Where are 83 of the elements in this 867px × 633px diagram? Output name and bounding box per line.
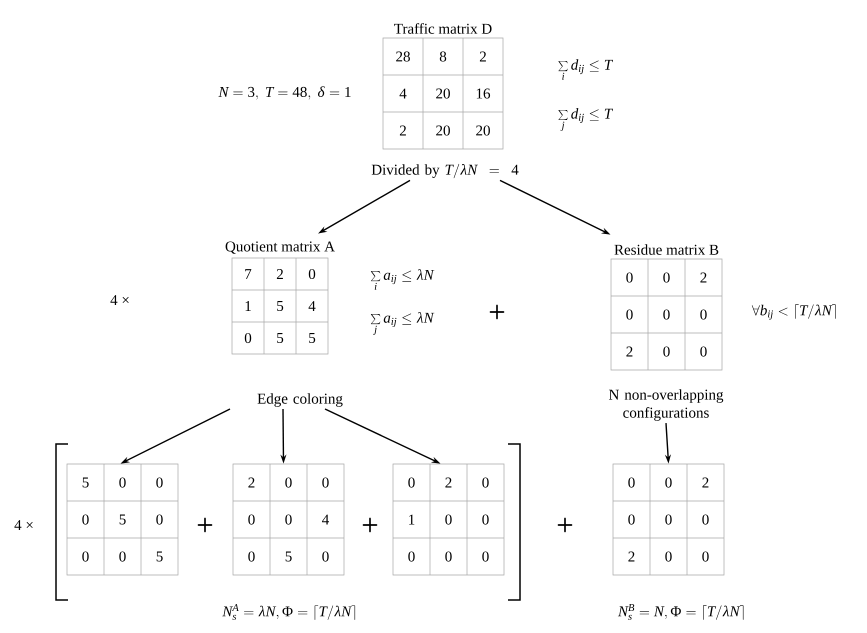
matrix-cell: 0	[482, 514, 489, 525]
matrix-cell: 2	[276, 269, 283, 279]
matrix-cell: 0	[665, 477, 672, 488]
matrix-cell: 1	[246, 301, 251, 311]
plus-sign: +	[362, 518, 378, 532]
matrix-cell: 5	[309, 333, 316, 343]
matrix-cell: 5	[277, 333, 284, 343]
matrix-cell: 5	[277, 301, 284, 311]
matrix-cell: 20	[476, 125, 490, 136]
matrix-cell: 0	[663, 272, 670, 283]
matrix-cell: 0	[628, 477, 635, 488]
matrix-cell: 0	[244, 332, 252, 344]
matrix-cell: 0	[285, 477, 292, 488]
matrix-cell: 0	[663, 346, 670, 357]
matrix-cell: 0	[248, 514, 255, 525]
multiplier: 4 ×	[110, 295, 129, 305]
matrix-cell: 4	[308, 301, 316, 311]
matrix-cell: 0	[626, 272, 633, 283]
matrix-cell: 2	[248, 478, 254, 488]
matrix-cell: 0	[322, 477, 329, 488]
matrix-cell: 0	[702, 514, 709, 525]
formula: $\sum\limits_{j} d_{ij} \le T$	[558, 108, 614, 131]
matrix-cell: 0	[82, 514, 89, 525]
matrix-cell: 20	[436, 125, 450, 136]
matrix-title: Residue matrix B	[614, 244, 718, 255]
matrix-cell: 1	[409, 514, 414, 524]
formula: $\forall b_{ij} < \lceil T / \lambda N \rceil$	[752, 304, 836, 320]
matrix-cell: 0	[322, 551, 329, 562]
matrix-cell: 2	[480, 52, 486, 62]
matrix-cell: 0	[119, 551, 126, 562]
matrix-cell: 0	[82, 551, 89, 562]
matrix-cell: 0	[482, 551, 489, 562]
matrix-cell: 0	[445, 551, 452, 562]
matrix-cell: 2	[400, 126, 406, 136]
matrix-cell: 0	[665, 551, 672, 562]
matrix-title: Traffic matrix D	[394, 23, 492, 34]
multiplier: 4 ×	[14, 520, 33, 530]
step-label: Edge coloring	[258, 393, 343, 407]
matrix-cell: 5	[82, 478, 89, 488]
matrix-cell: 20	[436, 88, 450, 99]
matrix-cell: 0	[702, 551, 709, 562]
matrix-cell: 8	[440, 51, 446, 62]
matrix-cell: 0	[156, 514, 163, 525]
matrix-cell: 2	[445, 478, 452, 488]
matrix-cell: 2	[628, 552, 634, 562]
matrix-cell: 0	[408, 477, 415, 488]
plus-sign: +	[198, 518, 212, 532]
matrix-cell: 0	[626, 309, 633, 320]
formula: $N_s^A = \lambda N, \Phi = \lceil T / \lambda N \rceil$	[222, 604, 356, 620]
formula: $N=3,\ T=48,\ \delta=1$	[218, 86, 351, 100]
matrix-cell: 0	[628, 514, 635, 525]
formula: $\sum\limits_{i} d_{ij} \le T$	[558, 59, 614, 80]
matrix-cell: 0	[285, 514, 292, 525]
matrix-cell: 0	[408, 551, 415, 562]
matrix-cell: 4	[322, 514, 330, 524]
matrix-cell: 0	[700, 346, 707, 357]
step-label: N non-overlapping configurations	[608, 389, 724, 421]
matrix-cell: 0	[663, 309, 670, 320]
matrix-cell: 2	[702, 478, 708, 488]
matrix-cell: 0	[445, 514, 452, 525]
matrix-cell: 0	[308, 268, 316, 280]
matrix-cell: 5	[286, 552, 292, 562]
formula: $\sum\limits_{i} a_{ij} \le \lambda N$	[370, 269, 434, 290]
matrix-cell: 0	[482, 477, 489, 488]
matrix-cell: 16	[476, 88, 490, 99]
formula: $\sum\limits_{j} a_{ij} \le \lambda N$	[370, 312, 434, 335]
matrix-cell: 5	[120, 514, 126, 524]
matrix-cell: 28	[396, 51, 410, 62]
matrix-cell: 0	[119, 477, 126, 488]
matrix-title: Quotient matrix A	[226, 241, 335, 254]
matrix-cell: 0	[248, 551, 255, 562]
matrix-cell: 5	[156, 552, 163, 562]
formula: $N_s^B = N, \Phi = \lceil T / \lambda N \rceil$	[618, 604, 744, 620]
plus-sign: +	[490, 304, 504, 320]
matrix-cell: 0	[665, 514, 672, 525]
matrix-cell: 2	[626, 346, 632, 356]
matrix-cell: 4	[400, 88, 407, 98]
matrix-cell: 7	[245, 269, 252, 279]
matrix-cell: 0	[700, 309, 707, 320]
step-label: Divided by $T / \lambda N = 4$	[372, 164, 518, 178]
matrix-cell: 2	[700, 272, 706, 282]
matrix-cell: 0	[156, 477, 163, 488]
plus-sign: +	[558, 518, 572, 532]
